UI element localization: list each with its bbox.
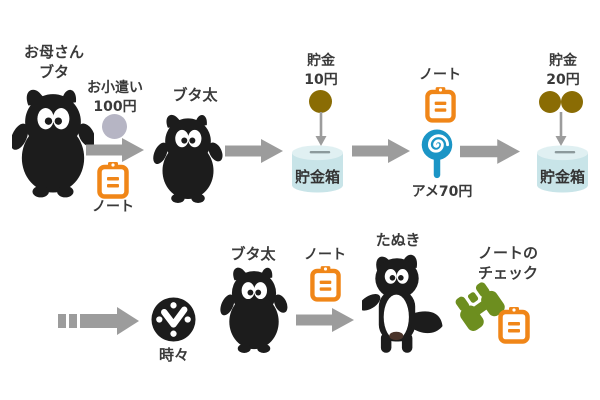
- bank-label-2: 貯金箱: [539, 168, 585, 186]
- binoculars-icon: [449, 276, 510, 335]
- note-label-2: ノート: [419, 67, 461, 83]
- mother-pig-character: [12, 82, 94, 198]
- note-label-1: ノート: [92, 199, 134, 215]
- butata-character-1: [151, 109, 225, 203]
- arrow-right-icon: [352, 139, 410, 163]
- clipboard-icon: [310, 265, 341, 302]
- arrow-right-icon: [225, 139, 283, 163]
- tanuki-label: たぬき: [375, 231, 421, 249]
- mother-pig-label: お母さん ブタ: [23, 43, 84, 81]
- deposit-20-label: 貯金 20円: [546, 53, 580, 88]
- arrow-down-icon: [554, 112, 568, 146]
- arrow-right-icon: [460, 139, 520, 164]
- note-check-label: ノートの チェック: [477, 244, 538, 282]
- arrow-down-icon: [314, 112, 328, 146]
- bank-label-1: 貯金箱: [294, 168, 340, 186]
- sometimes-label: 時々: [158, 346, 189, 364]
- butata-character-2: [219, 262, 289, 353]
- coin-10yen: [539, 91, 561, 113]
- piggy-bank-1: 貯金箱: [290, 144, 345, 194]
- allowance-label: お小遣い 100円: [87, 80, 143, 115]
- arrow-right-icon: [296, 308, 354, 332]
- tanuki-character: [362, 248, 446, 358]
- note-label-3: ノート: [304, 247, 346, 263]
- coin-100yen: [102, 114, 127, 139]
- lollipop-icon: [420, 129, 454, 179]
- coin-10yen: [309, 90, 332, 113]
- coin-10yen: [561, 91, 583, 113]
- candy-price-label: アメ70円: [411, 184, 473, 200]
- arrow-right-icon: [86, 138, 144, 162]
- clipboard-icon: [97, 161, 129, 199]
- clock-icon: [151, 297, 196, 342]
- butata-label-1: ブタ太: [172, 86, 218, 104]
- clipboard-icon: [498, 306, 530, 344]
- dashed-arrow-right-icon: [57, 307, 139, 335]
- butata-label-2: ブタ太: [230, 245, 276, 263]
- deposit-10-label: 貯金 10円: [304, 53, 338, 88]
- clipboard-icon: [425, 86, 456, 123]
- piggy-bank-2: 貯金箱: [535, 144, 590, 194]
